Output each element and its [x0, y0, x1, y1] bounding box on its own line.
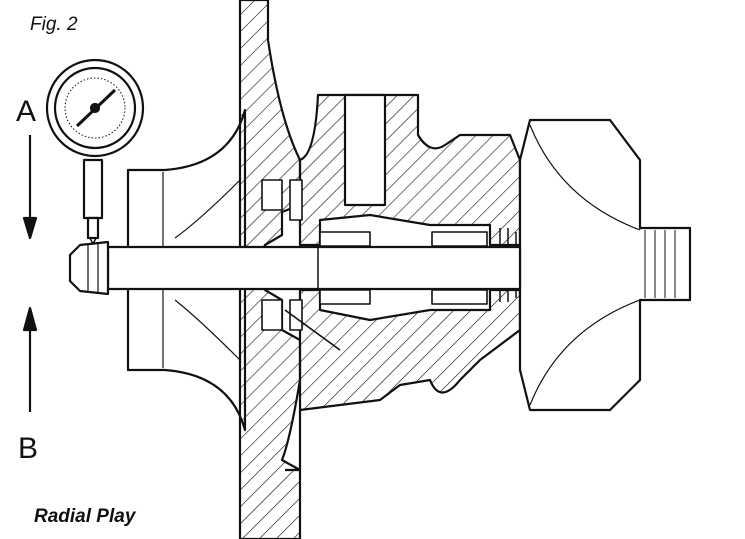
dial-gauge	[45, 58, 145, 245]
caption: Radial Play	[34, 506, 136, 527]
direction-label-b: B	[18, 432, 39, 465]
shaft	[106, 245, 522, 291]
center-housing-lower	[298, 288, 522, 412]
center-housing	[298, 93, 522, 247]
figure-label: Fig. 2	[30, 14, 78, 35]
shaft-nut	[68, 240, 110, 296]
direction-label-a: A	[16, 95, 37, 128]
turbine-wheel	[518, 118, 692, 412]
oil-inlet	[343, 93, 387, 207]
